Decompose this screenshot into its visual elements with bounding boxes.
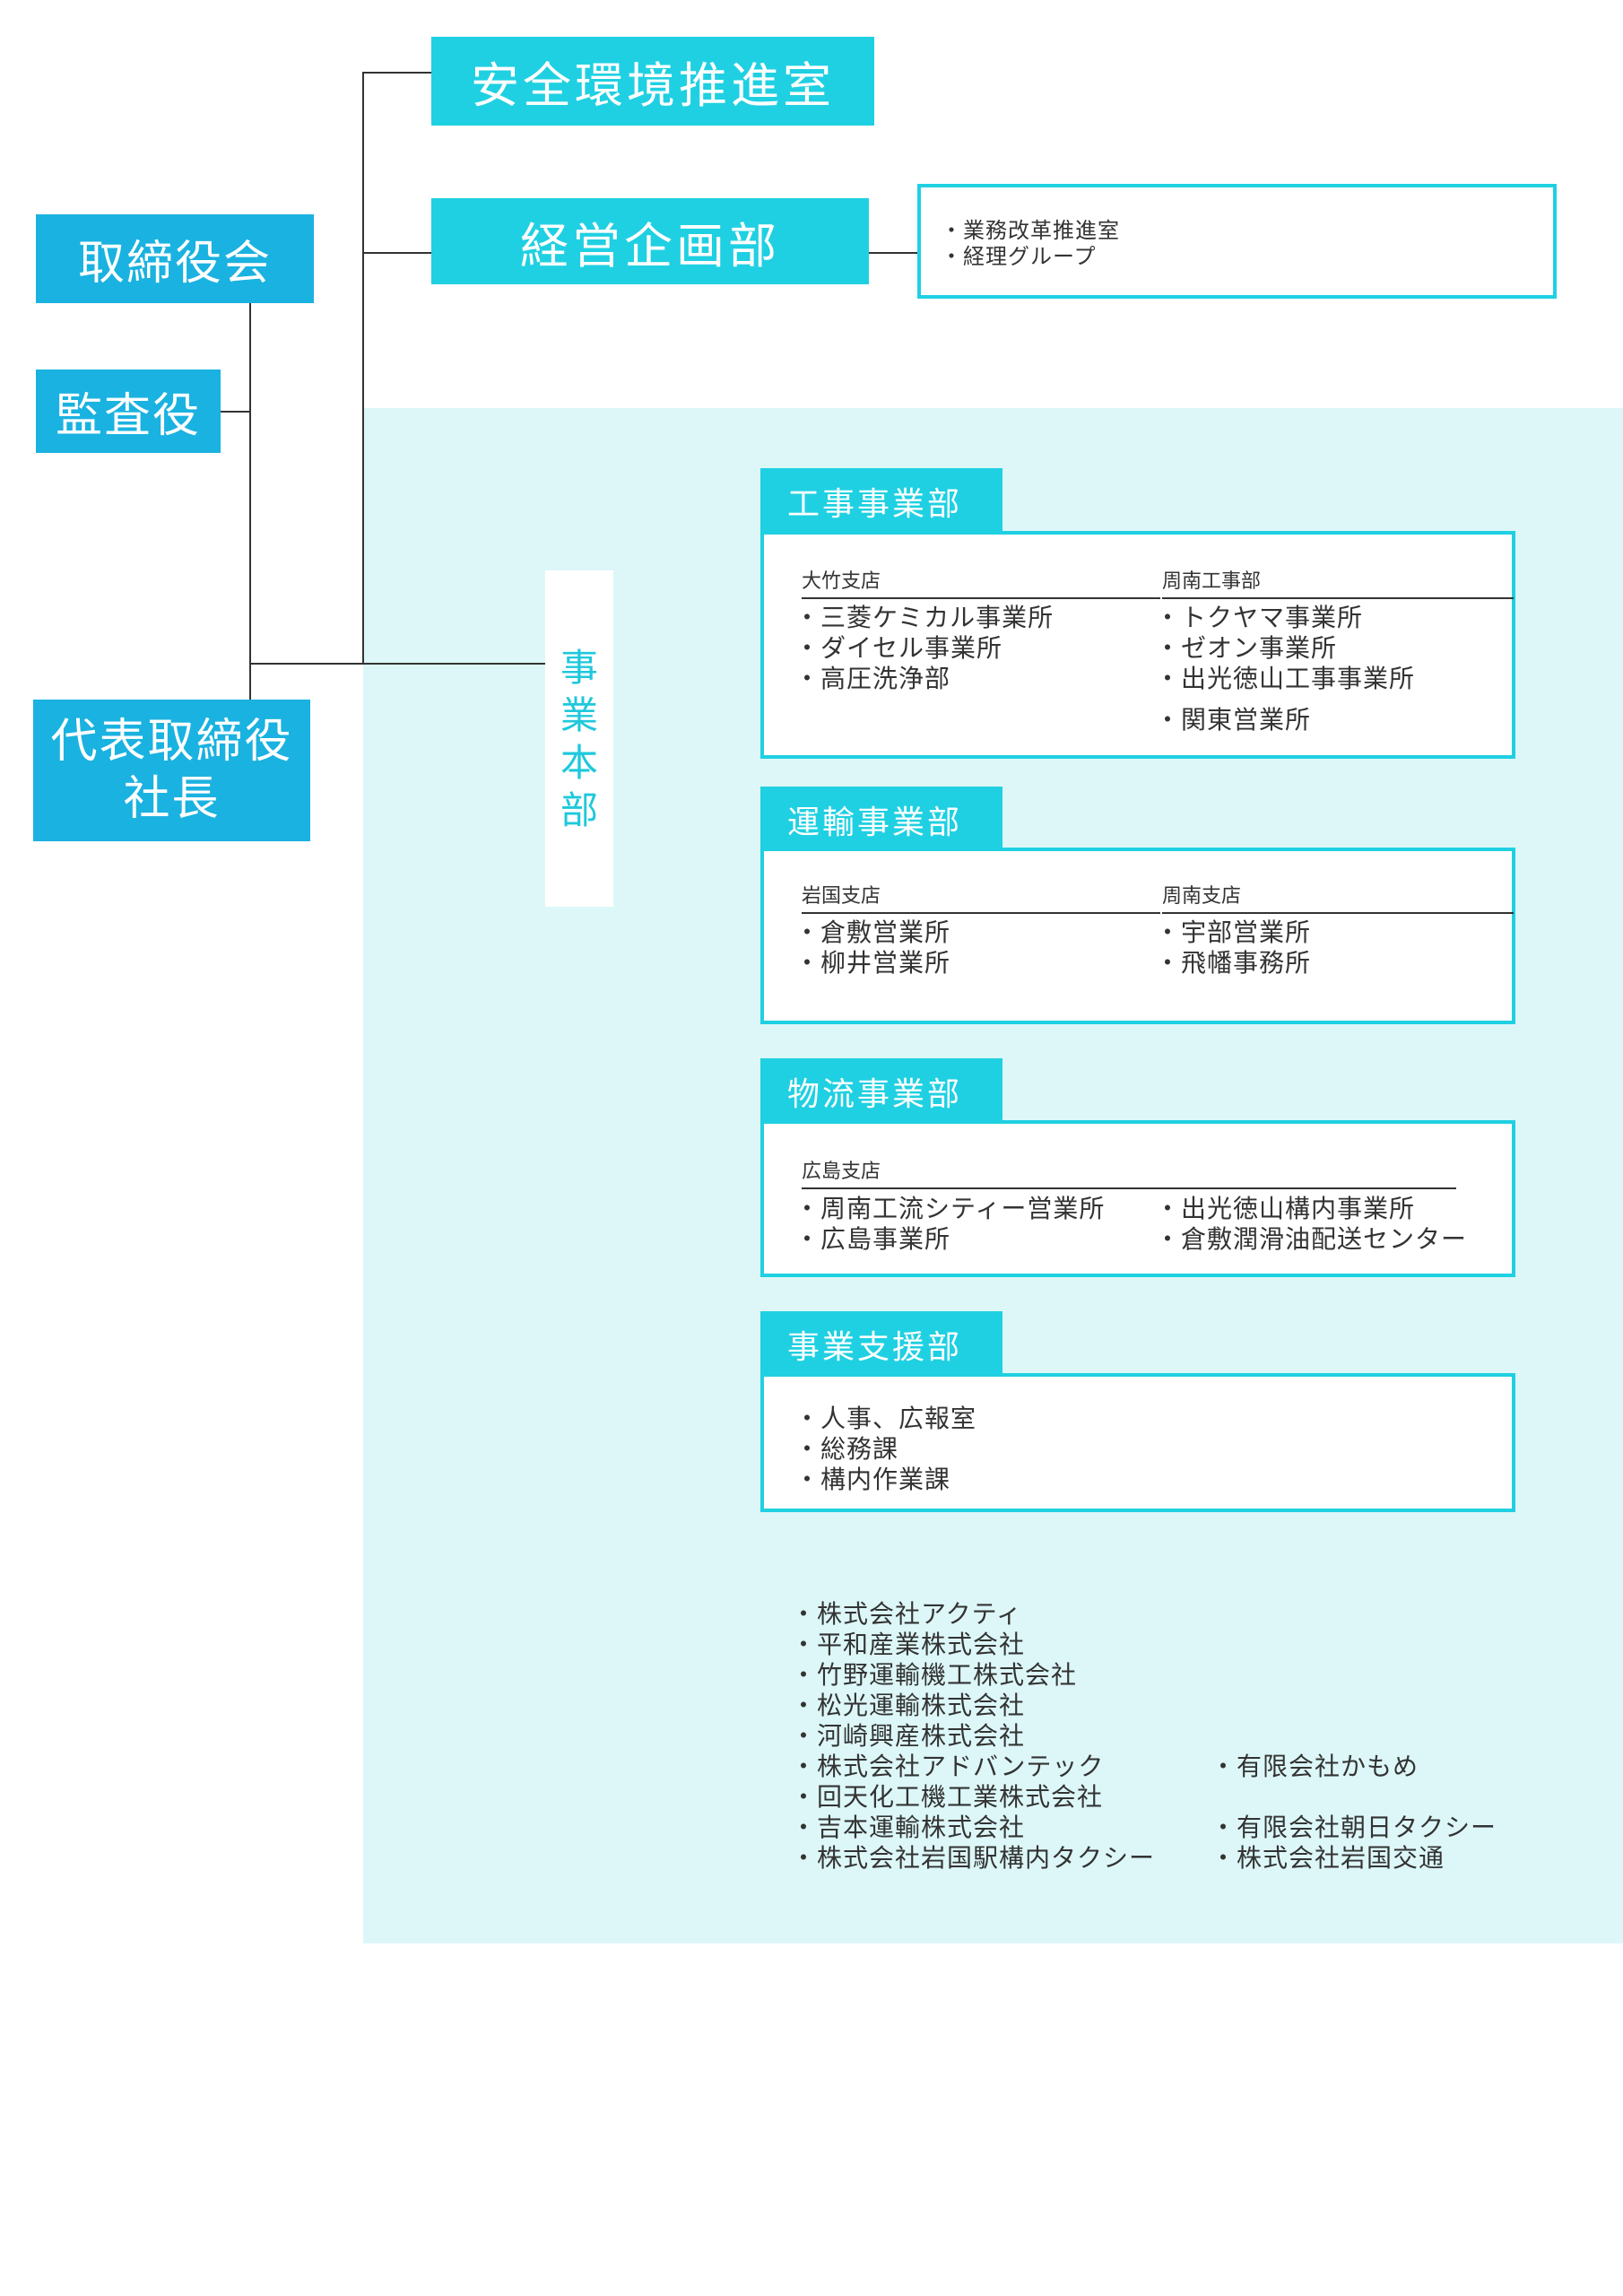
connector-planning: [362, 252, 431, 254]
list-item: 株式会社アドバンテック: [791, 1752, 1155, 1782]
list-item: 倉敷営業所: [794, 918, 950, 948]
list-item: 宇部営業所: [1155, 918, 1311, 948]
transport-dept-box: 岩国支店 倉敷営業所 柳井営業所 周南支店 宇部営業所 飛幡事務所: [760, 848, 1515, 1024]
president-label-line1: 代表取締役: [50, 715, 293, 769]
branch-shunan: 周南支店: [1162, 880, 1514, 914]
iwakuni-items: 倉敷営業所 柳井営業所: [794, 918, 950, 978]
planning-dept-label: 経営企画部: [520, 217, 780, 274]
branch-otake: 大竹支店: [802, 565, 1160, 599]
support-items: 人事、広報室 総務課 構内作業課: [794, 1404, 976, 1495]
group-companies-col2-a: 有限会社かもめ: [1211, 1752, 1419, 1782]
construction-dept-title: 工事事業部: [787, 486, 963, 523]
board-box: 取締役会: [36, 214, 314, 303]
list-item: 広島事業所: [794, 1224, 1105, 1255]
list-item: 有限会社朝日タクシー: [1211, 1813, 1497, 1843]
connector-president-hq: [249, 663, 545, 665]
auditor-label: 監査役: [55, 389, 201, 443]
shunan-items: 宇部営業所 飛幡事務所: [1155, 918, 1311, 978]
list-item: 松光運輸株式会社: [791, 1691, 1155, 1721]
list-item: 出光徳山工事事業所: [1155, 664, 1415, 694]
construction-dept-box: 大竹支店 三菱ケミカル事業所 ダイセル事業所 高圧洗浄部 周南工事部 トクヤマ事…: [760, 531, 1515, 759]
list-item: 平和産業株式会社: [791, 1630, 1155, 1660]
list-item: 株式会社岩国交通: [1211, 1843, 1497, 1874]
planning-dept-box: 経営企画部: [431, 198, 869, 284]
shunan-construction-items: トクヤマ事業所 ゼオン事業所 出光徳山工事事業所: [1155, 603, 1415, 694]
list-item: 周南工流シティー営業所: [794, 1194, 1105, 1224]
otake-items: 三菱ケミカル事業所 ダイセル事業所 高圧洗浄部: [794, 603, 1054, 694]
hq-char: 業: [560, 692, 598, 737]
logistics-dept-box: 広島支店 周南工流シティー営業所 広島事業所 出光徳山構内事業所 倉敷潤滑油配送…: [760, 1120, 1515, 1277]
list-item: 飛幡事務所: [1155, 948, 1311, 978]
logistics-col2-items: 出光徳山構内事業所 倉敷潤滑油配送センター: [1155, 1194, 1467, 1255]
group-companies-col1: 株式会社アクティ 平和産業株式会社 竹野運輸機工株式会社 松光運輸株式会社 河崎…: [791, 1599, 1155, 1874]
safety-office-box: 安全環境推進室: [431, 37, 874, 126]
board-label: 取締役会: [77, 237, 272, 291]
auditor-box: 監査役: [36, 370, 221, 453]
list-item: 三菱ケミカル事業所: [794, 603, 1054, 633]
logistics-dept-title: 物流事業部: [787, 1076, 963, 1113]
hq-char: 本: [560, 740, 598, 785]
branch-hiroshima: 広島支店: [802, 1155, 1456, 1189]
kanto-office-item: 関東営業所: [1155, 705, 1311, 735]
transport-dept-header: 運輸事業部: [760, 787, 1002, 853]
list-item: 高圧洗浄部: [794, 664, 1054, 694]
list-item: 竹野運輸機工株式会社: [791, 1660, 1155, 1691]
support-dept-header: 事業支援部: [760, 1311, 1002, 1378]
support-dept-box: 人事、広報室 総務課 構内作業課: [760, 1373, 1515, 1512]
list-item: 構内作業課: [794, 1465, 976, 1495]
connector-safety: [362, 72, 431, 74]
construction-dept-header: 工事事業部: [760, 468, 1002, 535]
list-item: ゼオン事業所: [1155, 633, 1415, 664]
list-item: 人事、広報室: [794, 1404, 976, 1434]
connector-staff-vertical: [362, 72, 364, 665]
connector-board-down: [249, 303, 251, 700]
list-item: 総務課: [794, 1434, 976, 1465]
logistics-dept-header: 物流事業部: [760, 1058, 1002, 1125]
list-item: 株式会社岩国駅構内タクシー: [791, 1843, 1155, 1874]
connector-auditor: [221, 411, 251, 413]
president-box: 代表取締役 社長: [33, 700, 310, 841]
support-dept-title: 事業支援部: [787, 1329, 963, 1366]
safety-office-label: 安全環境推進室: [471, 57, 835, 114]
planning-items-list: 業務改革推進室 経理グループ: [941, 218, 1120, 270]
list-item: 有限会社かもめ: [1211, 1752, 1419, 1782]
list-item: 関東営業所: [1155, 705, 1311, 735]
list-item: 倉敷潤滑油配送センター: [1155, 1224, 1467, 1255]
list-item: 株式会社アクティ: [791, 1599, 1155, 1630]
list-item: ダイセル事業所: [794, 633, 1054, 664]
list-item: 経理グループ: [941, 244, 1120, 270]
list-item: 柳井営業所: [794, 948, 950, 978]
list-item: 回天化工機工業株式会社: [791, 1782, 1155, 1813]
transport-dept-title: 運輸事業部: [787, 804, 963, 841]
list-item: トクヤマ事業所: [1155, 603, 1415, 633]
hq-char: 部: [560, 787, 598, 832]
list-item: 河崎興産株式会社: [791, 1721, 1155, 1752]
business-hq-label: 事 業 本 部: [545, 570, 613, 907]
connector-planning-items: [869, 252, 917, 254]
group-companies-col2-b: 有限会社朝日タクシー 株式会社岩国交通: [1211, 1813, 1497, 1874]
branch-shunan-construction: 周南工事部: [1162, 565, 1514, 599]
list-item: 吉本運輸株式会社: [791, 1813, 1155, 1843]
list-item: 出光徳山構内事業所: [1155, 1194, 1467, 1224]
hq-char: 事: [560, 645, 598, 690]
president-label-line2: 社長: [123, 772, 221, 826]
hiroshima-items: 周南工流シティー営業所 広島事業所: [794, 1194, 1105, 1255]
branch-iwakuni: 岩国支店: [802, 880, 1160, 914]
planning-items-box: 業務改革推進室 経理グループ: [917, 184, 1557, 299]
list-item: 業務改革推進室: [941, 218, 1120, 244]
